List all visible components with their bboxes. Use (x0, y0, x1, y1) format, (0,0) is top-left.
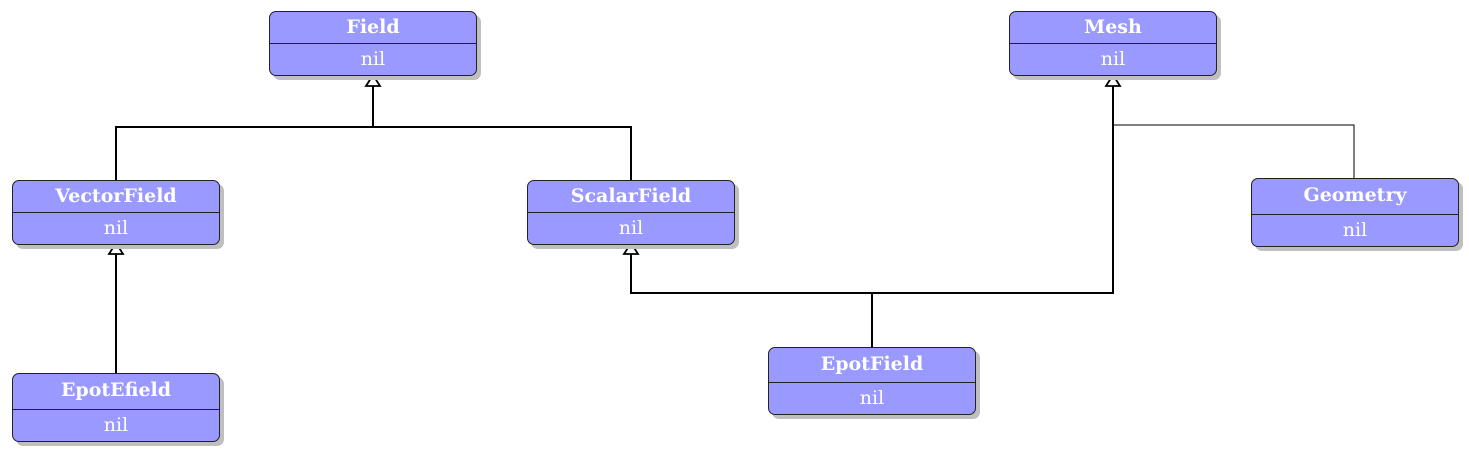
inheritance-arrowhead (107, 241, 125, 255)
class-name: EpotField (769, 348, 975, 383)
edge-scalarfield-field (373, 126, 632, 180)
edge-geometry-mesh (1113, 124, 1355, 178)
class-name: Geometry (1252, 179, 1458, 215)
class-name: Mesh (1010, 12, 1216, 44)
class-attribute: nil (360, 48, 386, 70)
class-attribute: nil (618, 217, 644, 239)
class-name: EpotEfield (13, 374, 219, 410)
class-attribute: nil (1100, 48, 1126, 70)
edge-vectorfield-field (115, 86, 374, 180)
inheritance-arrowhead (364, 73, 382, 87)
class-name: Field (270, 12, 476, 44)
class-epotfield[interactable]: EpotField nil (768, 347, 976, 415)
class-attribute: nil (859, 387, 885, 409)
class-name: VectorField (13, 181, 219, 213)
inheritance-arrowhead (1104, 73, 1122, 87)
class-name: ScalarField (528, 181, 734, 213)
class-scalarfield[interactable]: ScalarField nil (527, 180, 735, 245)
inheritance-arrowhead (622, 241, 640, 255)
edge-epotfield-scalarfield (630, 254, 873, 347)
class-epotefield[interactable]: EpotEfield nil (12, 373, 220, 442)
class-attribute: nil (103, 217, 129, 239)
class-geometry[interactable]: Geometry nil (1251, 178, 1459, 247)
class-mesh[interactable]: Mesh nil (1009, 11, 1217, 76)
class-field[interactable]: Field nil (269, 11, 477, 76)
class-attribute: nil (1342, 219, 1368, 241)
edge-epotfield-mesh (872, 86, 1114, 294)
class-vectorfield[interactable]: VectorField nil (12, 180, 220, 245)
class-attribute: nil (103, 414, 129, 436)
